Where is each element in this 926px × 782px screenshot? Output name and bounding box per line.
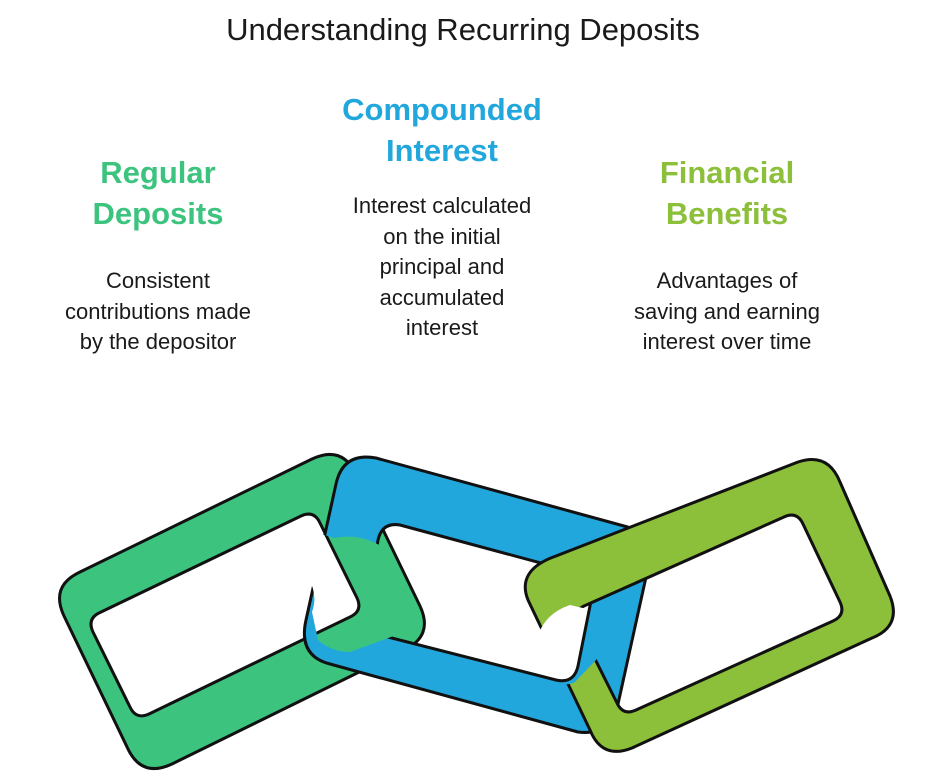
diagram-title: Understanding Recurring Deposits xyxy=(226,12,700,47)
heading-compound-line2: Interest xyxy=(386,133,498,168)
desc-regular-line1: Consistent xyxy=(106,268,210,293)
heading-financial-benefits: Financial Benefits xyxy=(607,152,847,234)
desc-financial-line2: saving and earning xyxy=(634,298,820,324)
heading-regular-line1: Regular xyxy=(100,155,216,190)
chain-link-lime-shape xyxy=(523,458,895,753)
heading-compound-line1: Compounded xyxy=(342,92,542,127)
desc-compound-line1: Interest calculated xyxy=(352,193,532,218)
desc-regular-line2: contributions made xyxy=(65,298,251,324)
desc-compound-line4: accumulated xyxy=(379,284,505,310)
desc-financial-line3: interest over time xyxy=(642,329,812,354)
desc-compound-line5: interest xyxy=(405,315,479,340)
desc-compound-line3: principal and xyxy=(379,254,505,279)
section-compounded-interest: Compounded Interest Interest calculated … xyxy=(322,89,562,344)
heading-regular-deposits: Regular Deposits xyxy=(38,152,278,234)
chain-link-lime xyxy=(523,458,895,753)
heading-financial-line2: Benefits xyxy=(665,196,789,231)
desc-financial-benefits: Advantages of saving and earning interes… xyxy=(607,266,847,358)
section-regular-deposits: Regular Deposits Consistent contribution… xyxy=(38,152,278,358)
desc-financial-line1: Advantages of xyxy=(656,268,798,293)
desc-compounded-interest: Interest calculated on the initial princ… xyxy=(322,191,562,344)
desc-regular-line3: by the depositor xyxy=(79,329,237,354)
heading-compounded-interest: Compounded Interest xyxy=(322,89,562,171)
heading-financial-line1: Financial xyxy=(659,155,795,190)
section-financial-benefits: Financial Benefits Advantages of saving … xyxy=(607,152,847,358)
heading-regular-line2: Deposits xyxy=(92,196,224,231)
desc-compound-line2: on the initial xyxy=(383,223,501,249)
desc-regular-deposits: Consistent contributions made by the dep… xyxy=(38,266,278,358)
